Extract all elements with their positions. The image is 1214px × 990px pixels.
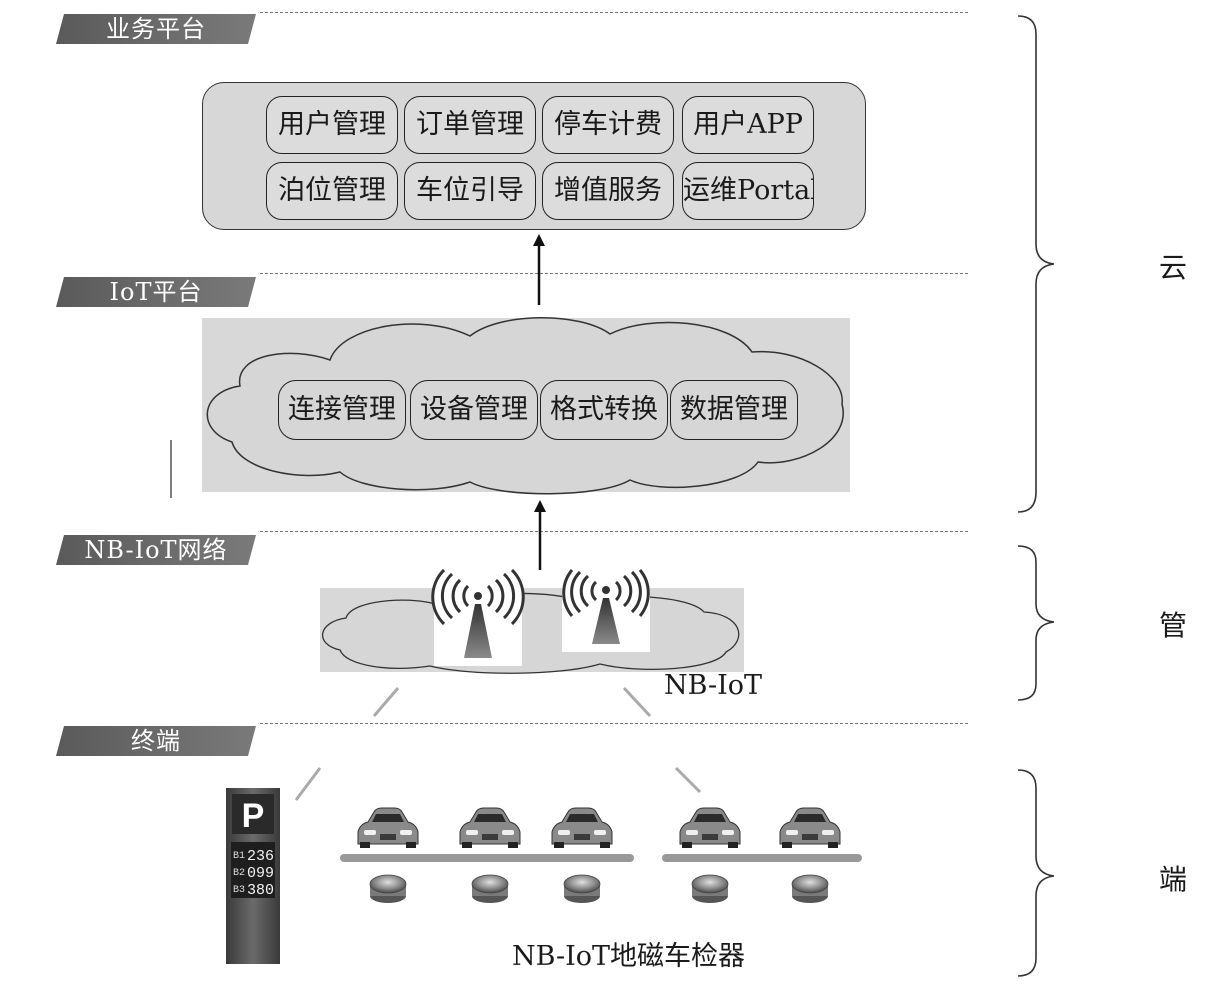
side-label-cloud: 云: [1158, 246, 1188, 286]
sign-count-b3: 380: [247, 882, 274, 899]
geomagnetic-detector-icon: [370, 875, 406, 903]
brace-pipe: [1018, 546, 1054, 700]
geomagnetic-detector-icon: [692, 875, 728, 903]
parking-row-left: [340, 854, 634, 862]
brace-cloud: [1018, 16, 1054, 512]
car-icon: [780, 808, 840, 848]
network-cloud-shape: [323, 593, 739, 673]
sign-level-b1: B1: [233, 851, 245, 862]
sign-level-b2: B2: [233, 868, 245, 879]
sign-count-b1: 236: [247, 848, 274, 865]
parking-guidance-sign: P B1 236 B2 099 B3 380: [226, 788, 280, 964]
sign-count-b2: 099: [247, 865, 274, 882]
side-label-pipe: 管: [1158, 604, 1188, 644]
module-device-management: 设备管理: [410, 380, 538, 440]
module-format-conversion: 格式转换: [540, 380, 668, 440]
car-icon: [680, 808, 740, 848]
car-icon: [552, 808, 612, 848]
parking-letter: P: [242, 797, 265, 835]
antenna-icon: [433, 570, 524, 666]
geomagnetic-detector-icon: [792, 875, 828, 903]
car-icon: [460, 808, 520, 848]
module-connection-management: 连接管理: [278, 380, 406, 440]
network-label: NB-IoT: [664, 670, 762, 701]
detector-label: NB-IoT地磁车检器: [512, 934, 745, 973]
module-data-management: 数据管理: [670, 380, 798, 440]
brace-end: [1018, 770, 1054, 976]
geomagnetic-detector-icon: [472, 875, 508, 903]
antenna-icon: [562, 570, 650, 652]
sign-level-b3: B3: [233, 885, 245, 896]
geomagnetic-detector-icon: [564, 875, 600, 903]
car-icon: [358, 808, 418, 848]
parking-row-right: [662, 854, 862, 862]
side-label-end: 端: [1158, 858, 1188, 898]
